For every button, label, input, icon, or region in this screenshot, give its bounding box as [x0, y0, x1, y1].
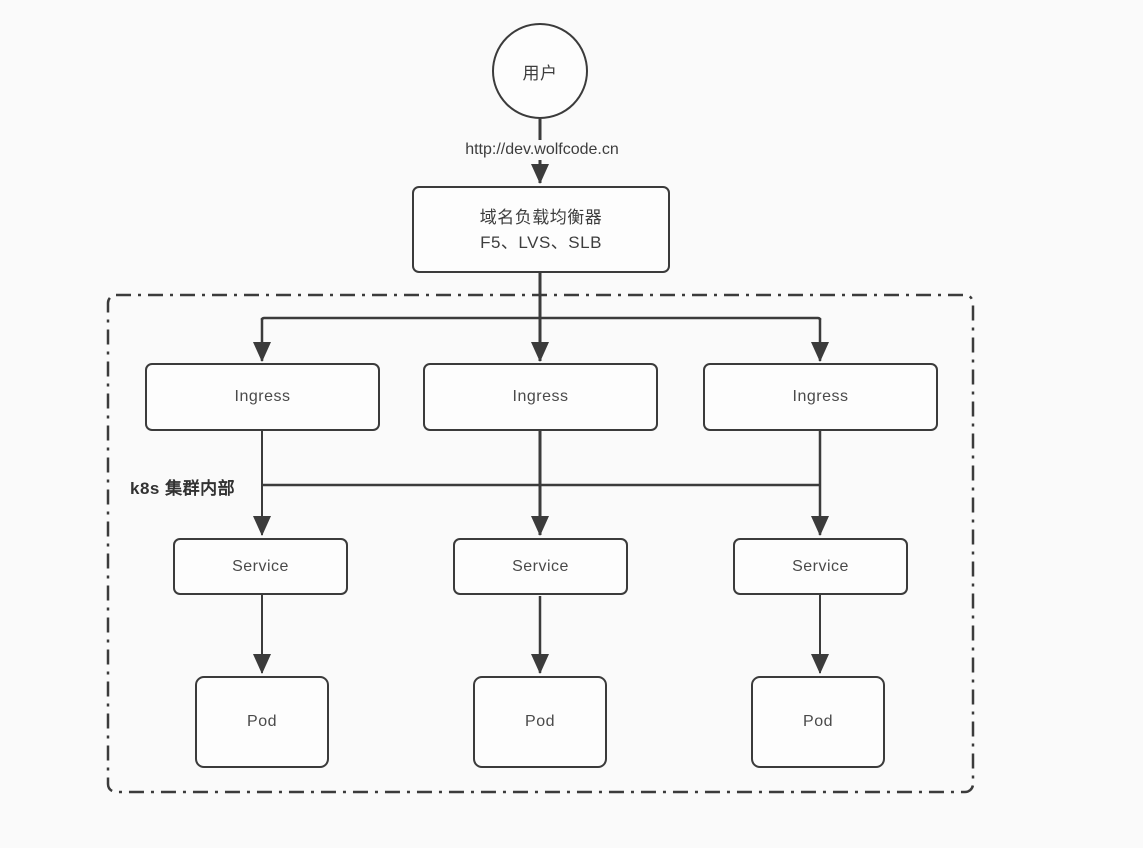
load-balancer-title: 域名负载均衡器	[479, 207, 603, 227]
cluster-label: k8s 集群内部	[130, 479, 236, 498]
request-url-label: http://dev.wolfcode.cn	[442, 140, 642, 160]
pod-label: Pod	[525, 713, 555, 730]
ingress-label: Ingress	[512, 388, 569, 405]
service-node-1: Service	[173, 538, 348, 595]
load-balancer-node: 域名负载均衡器 F5、LVS、SLB	[412, 186, 670, 273]
ingress-node-3: Ingress	[703, 363, 938, 431]
cluster-boundary	[106, 293, 975, 794]
ingress-label: Ingress	[792, 388, 849, 405]
ingress-label: Ingress	[234, 388, 291, 405]
ingress-node-2: Ingress	[423, 363, 658, 431]
ingress-node-1: Ingress	[145, 363, 380, 431]
service-label: Service	[792, 557, 849, 575]
pod-node-3: Pod	[751, 676, 885, 768]
load-balancer-products: F5、LVS、SLB	[480, 232, 602, 252]
user-node: 用户	[492, 23, 588, 119]
pod-node-1: Pod	[195, 676, 329, 768]
service-node-3: Service	[733, 538, 908, 595]
pod-label: Pod	[247, 713, 277, 730]
service-node-2: Service	[453, 538, 628, 595]
user-label: 用户	[522, 63, 558, 83]
service-label: Service	[232, 557, 289, 575]
service-label: Service	[512, 557, 569, 575]
pod-node-2: Pod	[473, 676, 607, 768]
pod-label: Pod	[803, 713, 833, 730]
